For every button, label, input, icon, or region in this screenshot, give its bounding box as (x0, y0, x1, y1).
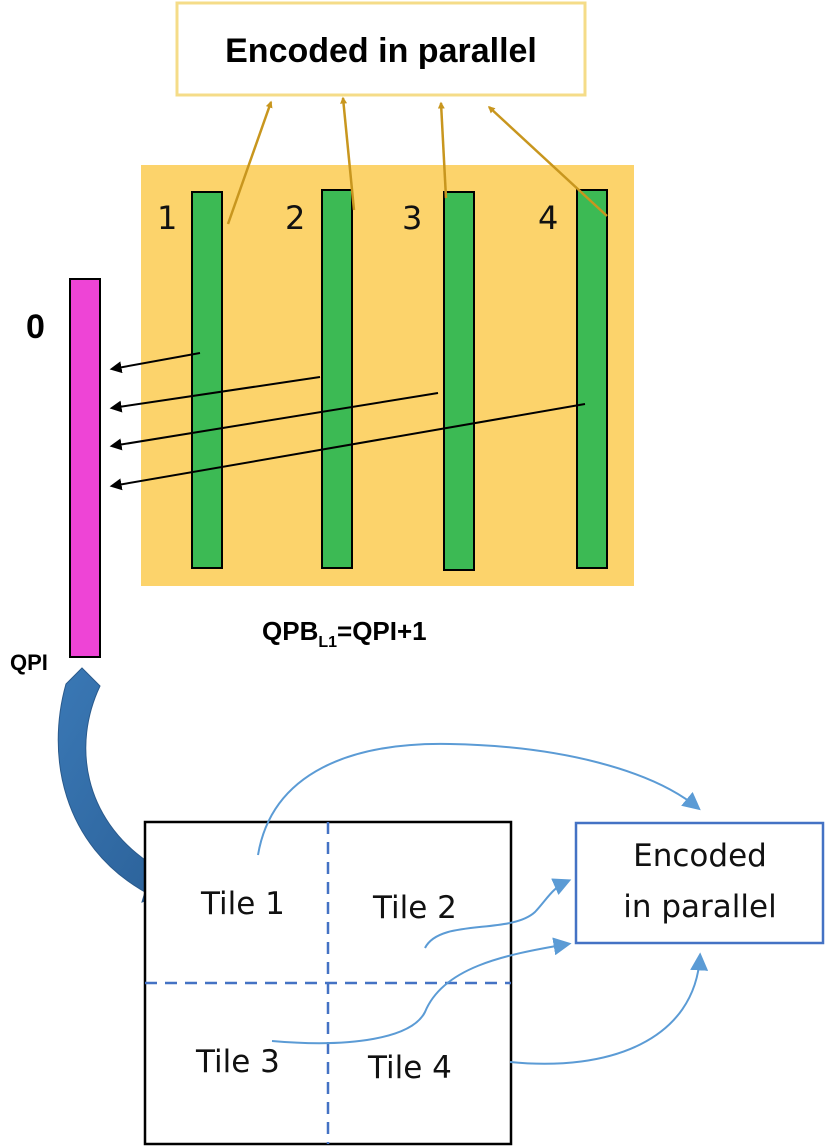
gold-arrow-3 (437, 101, 448, 199)
qpb-subscript: L1 (318, 634, 337, 651)
big-curved-arrow (57, 667, 194, 903)
column-4-label: 4 (538, 199, 558, 237)
tile-2-label: Tile 2 (372, 890, 457, 926)
encoded-in-parallel-label-top: Encoded in parallel (225, 32, 537, 70)
encoded-box-line-2: in parallel (623, 889, 776, 925)
reference-arrow-2 (109, 376, 321, 413)
slice-frame (141, 165, 634, 586)
column-3 (443, 191, 475, 571)
reference-slice-bar (69, 278, 101, 658)
encoded-in-parallel-box-top (175, 1, 587, 97)
encoded-box-line-1: Encoded (633, 838, 767, 874)
qpi-label: QPI (10, 650, 48, 675)
tile-1-label: Tile 1 (200, 886, 285, 922)
tile-3-label: Tile 3 (195, 1044, 280, 1080)
qpb-main: QPB (262, 616, 318, 646)
tile-1-curve (257, 742, 701, 856)
reference-arrow-4 (109, 403, 586, 491)
column-1 (191, 191, 223, 569)
column-4 (576, 189, 608, 569)
reference-slice-label: 0 (26, 308, 45, 346)
column-3-label: 3 (402, 199, 422, 237)
qpb-rest: =QPI+1 (337, 616, 427, 646)
tile-3-curve (271, 937, 572, 1045)
gold-arrow-2 (340, 96, 356, 211)
column-2 (321, 189, 353, 569)
reference-arrow-3 (109, 392, 439, 451)
qpb-formula: QPBL1=QPI+1 (262, 616, 427, 651)
gold-arrow-4 (487, 106, 608, 217)
tile-4-label: Tile 4 (367, 1050, 452, 1086)
reference-arrow-1 (109, 352, 201, 374)
gold-arrow-1 (226, 100, 273, 225)
tile-2-curve (424, 878, 572, 949)
column-2-label: 2 (285, 199, 305, 237)
encoded-in-parallel-box-bottom (574, 821, 825, 945)
tile-4-curve (509, 952, 709, 1065)
column-1-label: 1 (157, 199, 177, 237)
